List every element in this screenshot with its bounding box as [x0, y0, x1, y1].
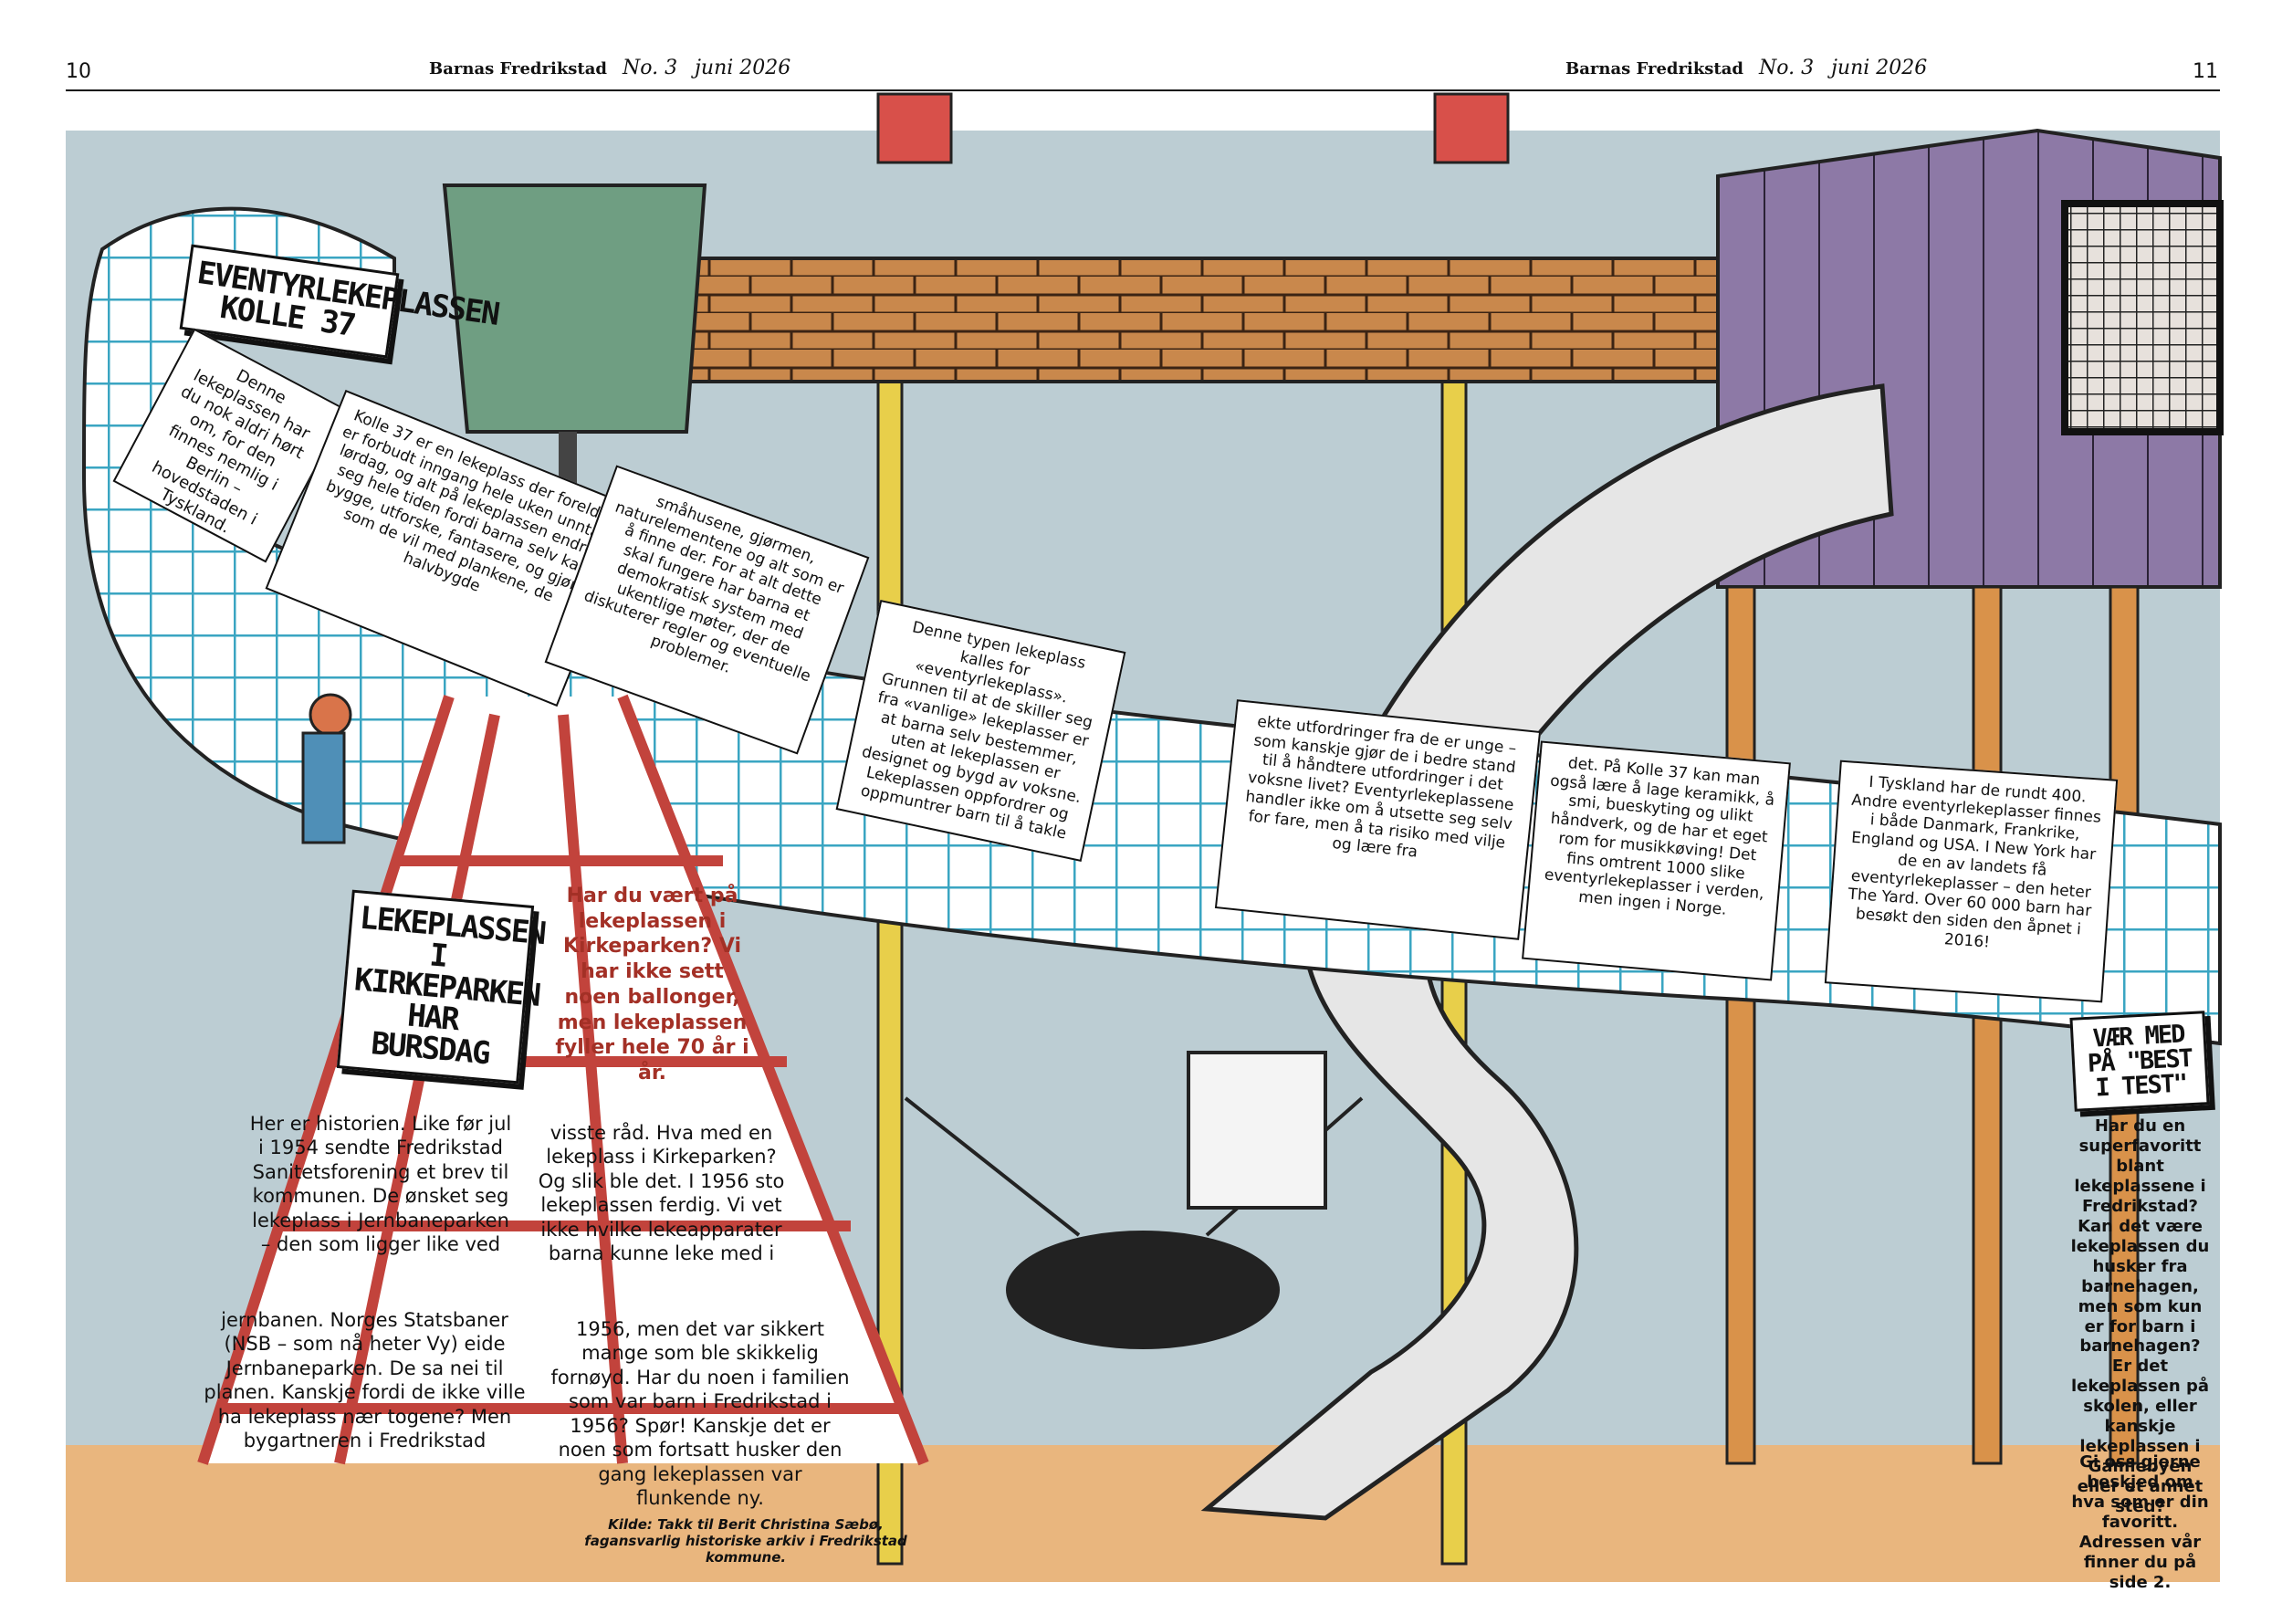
house-window — [2061, 200, 2224, 435]
header-rule — [66, 89, 2220, 91]
paper-name-right: Barnas Fredrikstad — [1565, 59, 1743, 79]
page-number-right: 11 — [2193, 60, 2218, 83]
house-leg-1 — [1725, 585, 1756, 1465]
climber-body — [301, 731, 346, 844]
ribbon-box-5: ekte utfordringer fra de er unge – som k… — [1214, 699, 1542, 940]
issue-right: No. 3 — [1759, 57, 1815, 79]
source-credit: Kilde: Takk til Berit Christina Sæbø, fa… — [584, 1516, 907, 1566]
monster-head-left — [876, 92, 953, 164]
kirkeparken-cell-4: 1956, men det var sikkert mange som ble … — [550, 1318, 850, 1510]
kirkeparken-question: Har du vært på lekeplassen i Kirkeparken… — [555, 885, 749, 1085]
best-i-test-text-2: Gi oss gjerne beskjed om hva som er din … — [2071, 1452, 2209, 1592]
house-leg-2 — [1972, 585, 2003, 1465]
paper-name-left: Barnas Fredrikstad — [429, 59, 607, 79]
date-left: juni 2026 — [695, 57, 791, 79]
page-number-left: 10 — [66, 60, 91, 83]
bridge — [685, 257, 1820, 383]
tower — [442, 183, 707, 434]
best-i-test-title: VÆR MED PÅ "BEST I TEST" — [2069, 1011, 2210, 1112]
monster-head-right — [1433, 92, 1510, 164]
tyre-swing — [1006, 1231, 1280, 1349]
kirkeparken-cell-1: Her er historien. Like før jul i 1954 se… — [249, 1113, 512, 1256]
issue-left: No. 3 — [623, 57, 678, 79]
kirkeparken-cell-3: jernbanen. Norges Statsbaner (NSB – som … — [204, 1309, 526, 1452]
masthead-right: Barnas Fredrikstad No. 3 juni 2026 — [1565, 57, 1927, 79]
kirkeparken-title: LEKEPLASSEN I KIRKEPARKEN HAR BURSDAG — [336, 889, 546, 1084]
masthead-left: Barnas Fredrikstad No. 3 juni 2026 — [429, 57, 790, 79]
net-ropes — [197, 694, 929, 1466]
ground — [66, 1445, 2220, 1582]
climber-figure — [309, 693, 352, 737]
best-i-test-text: Har du en superfavoritt blant lekeplasse… — [2070, 1116, 2210, 1517]
kirkeparken-cell-2: visste råd. Hva med en lekeplass i Kirke… — [538, 1122, 785, 1265]
ribbon-box-7: I Tyskland har de rundt 400. Andre event… — [1824, 760, 2119, 1003]
playground-illustration: EVENTYRLEKEPLASSEN KOLLE 37 Denne lekepl… — [66, 92, 2224, 1592]
reader-newspaper — [1187, 1051, 1327, 1210]
date-right: juni 2026 — [1831, 57, 1928, 79]
ribbon-box-6: det. På Kolle 37 kan man også lære å lag… — [1522, 740, 1791, 981]
